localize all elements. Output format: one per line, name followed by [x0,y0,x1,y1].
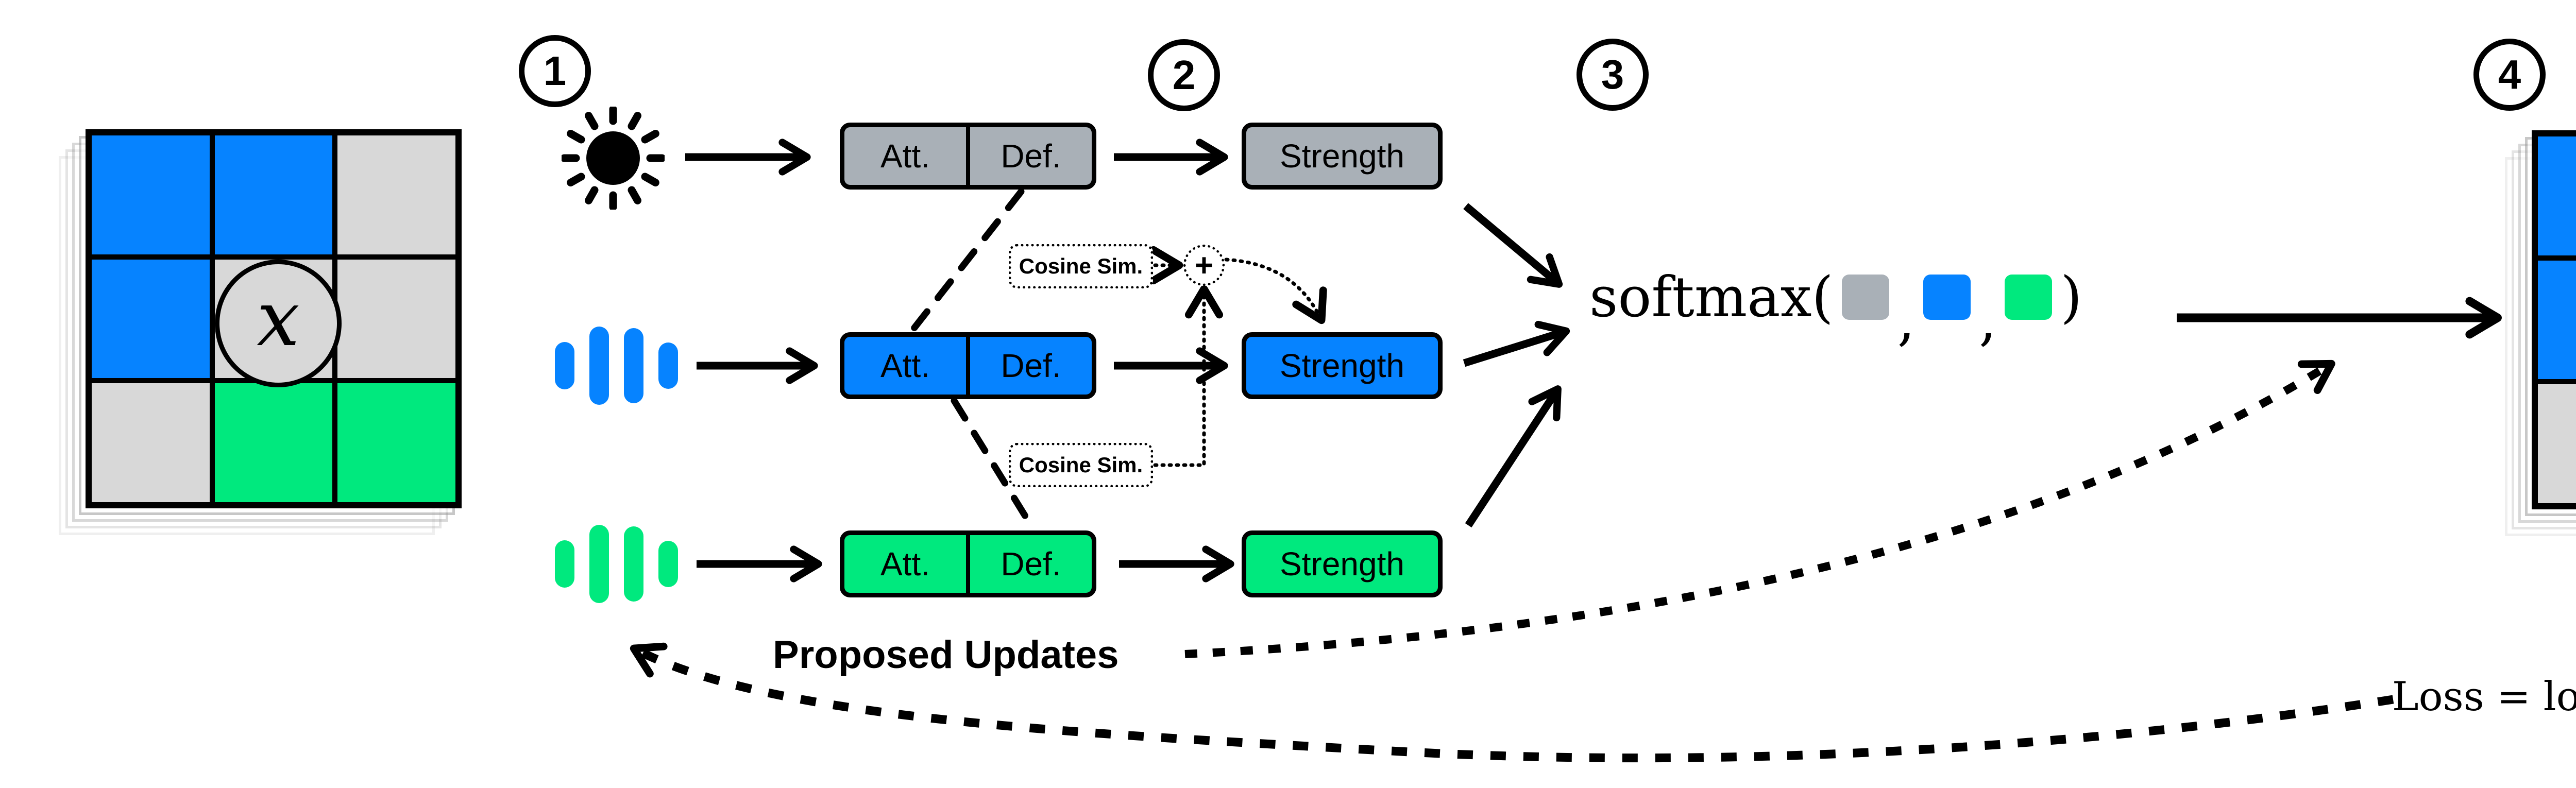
def-label: Def. [1001,545,1061,583]
x-cell-circle: x [215,260,342,387]
dotted-cosine2-to-plus [1153,285,1224,467]
grid-cell-blue [2538,260,2576,380]
dashed-gray-blue-link [909,188,1025,333]
arrow-gray-strength-softmax [1463,203,1563,288]
strength-box-blue: Strength [1242,332,1443,399]
initial-state-grid: x [59,129,462,535]
strength-label: Strength [1280,545,1404,583]
att-label: Att. [880,347,930,384]
audio-bars-icon-blue [555,326,680,406]
grid-cell-gray [92,383,210,502]
cosine-sim-label: Cosine Sim. [1019,254,1143,278]
grid-cell-blue [214,135,333,254]
plus-icon: + [1194,247,1214,283]
att-label: Att. [880,138,930,175]
updated-state-grid: x [2505,130,2576,536]
softmax-comma: , [1897,288,1916,353]
strength-label: Strength [1280,138,1404,175]
step-circle-1: 1 [519,35,591,107]
grid-cell-green [337,383,455,502]
attdef-box-gray: Att. Def. [840,123,1096,190]
loss-equation: Loss = log(# of cells controlled) [2392,674,2576,720]
cosine-sim-box-top: Cosine Sim. [1009,244,1153,288]
x-cell-label: x [257,275,300,363]
softmax-suffix: ) [2060,265,2082,330]
blue-player-swatch [1923,275,1971,320]
strength-box-gray: Strength [1242,123,1443,190]
dashed-proposed-updates-curve [1184,359,2335,658]
updated-grid-cells [2532,130,2576,509]
softmax-prefix: softmax( [1589,265,1834,330]
sun-icon [562,107,665,210]
attdef-divider [966,535,970,593]
def-label: Def. [1001,138,1061,175]
softmax-comma: , [1979,288,1997,353]
green-player-swatch [2005,275,2053,320]
strength-box-green: Strength [1242,530,1443,597]
step-circle-2: 2 [1148,39,1220,111]
grid-cell-blue [2538,136,2576,255]
def-label: Def. [1001,347,1061,384]
step-3-label: 3 [1601,52,1624,97]
step-2-label: 2 [1172,52,1196,98]
initial-grid-cells [86,129,462,508]
step-4-label: 4 [2498,52,2521,97]
attdef-box-green: Att. Def. [840,530,1096,597]
gray-player-swatch [1841,275,1889,320]
step-1-label: 1 [543,48,567,94]
grid-cell-blue [92,259,210,379]
step-circle-4: 4 [2473,39,2546,111]
softmax-expression: softmax( , , ) [1589,256,2082,353]
arrow-green-strength-softmax [1465,385,1562,528]
plus-node: + [1183,245,1225,286]
grid-cell-blue [92,135,210,254]
cosine-sim-label: Cosine Sim. [1019,453,1143,477]
att-label: Att. [880,545,930,583]
grid-cell-green [214,383,333,502]
attdef-divider [966,127,970,185]
grid-cell-gray [337,259,455,379]
grid-cell-gray [337,135,455,254]
proposed-updates-label: Proposed Updates [773,633,1119,677]
grid-cell-gray [2538,384,2576,503]
audio-bars-icon-green [555,524,680,604]
dotted-plus-to-strength [1224,258,1327,324]
step-circle-3: 3 [1577,39,1649,111]
strength-label: Strength [1280,347,1404,384]
attdef-box-blue: Att. Def. [840,332,1096,399]
arrow-blue-strength-softmax [1463,320,1570,367]
attdef-divider [966,337,970,395]
cosine-sim-box-bottom: Cosine Sim. [1009,443,1153,487]
